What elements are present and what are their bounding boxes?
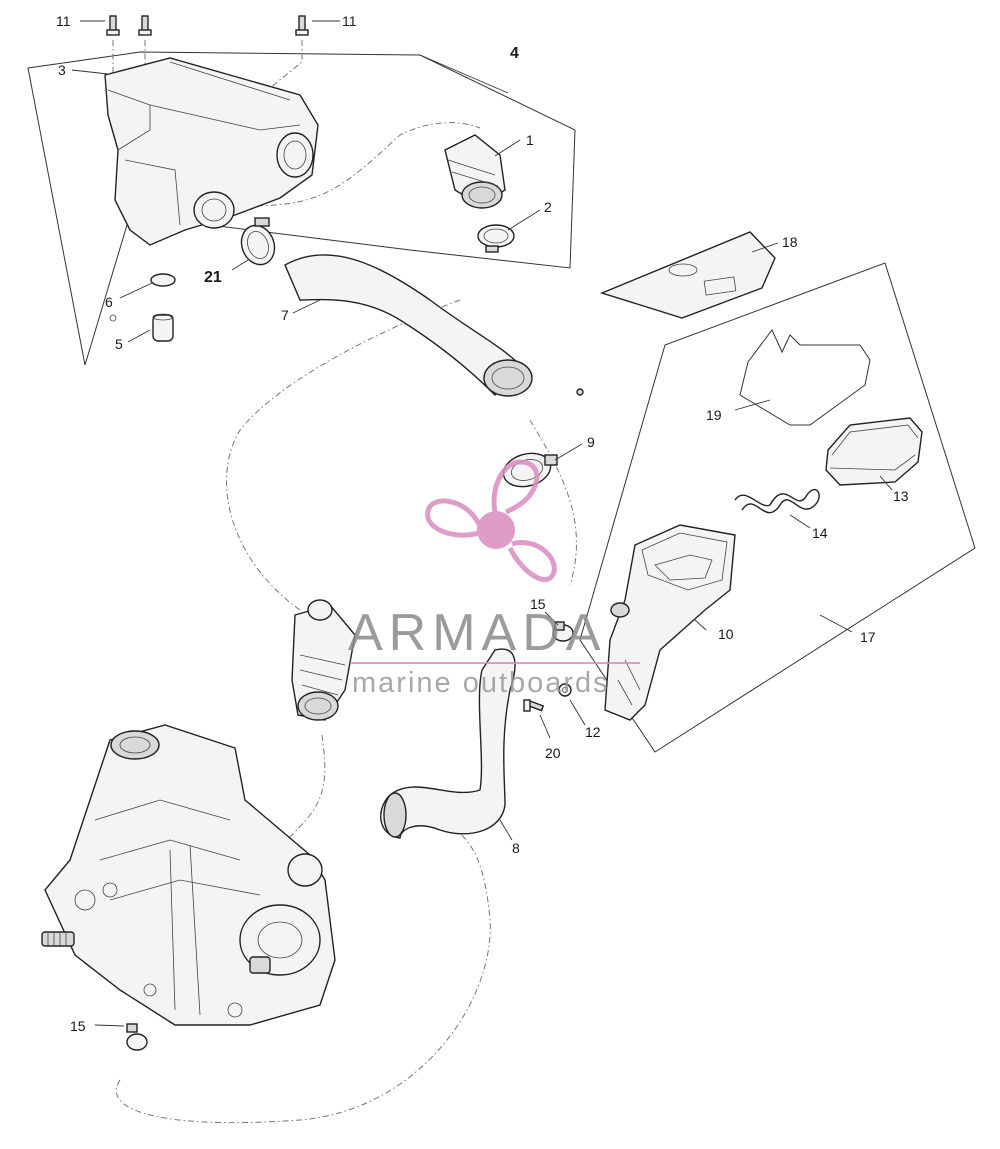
engine-block	[41, 724, 336, 1026]
clamp-21	[240, 217, 276, 266]
dash-route-bolt-11	[264, 40, 303, 93]
grommet-12	[558, 683, 572, 697]
screw-20	[523, 699, 545, 712]
callout-8: 8	[512, 840, 520, 856]
callout-9: 9	[587, 434, 595, 450]
throttle-assembly	[269, 599, 356, 861]
dash-route-lower	[115, 829, 491, 1124]
callout-1: 1	[526, 132, 534, 148]
callout-11-right: 11	[342, 13, 357, 29]
callout-13: 13	[893, 488, 909, 504]
dash-route-center	[529, 419, 577, 586]
clamp-15-upper	[552, 621, 574, 642]
callout-4: 4	[510, 45, 519, 62]
bolt-11-middle	[138, 15, 152, 36]
logo-hub	[477, 511, 515, 549]
logo-blade-right	[507, 540, 557, 583]
leader-lines	[71, 20, 893, 1027]
clamp-15-lower	[126, 1023, 148, 1051]
dash-route-engine-to-hose	[229, 122, 481, 207]
dash-route-left-long	[226, 299, 461, 611]
group-17-outline	[579, 262, 976, 753]
callout-10: 10	[718, 626, 734, 642]
clamp-9	[502, 452, 558, 488]
callout-7: 7	[281, 307, 289, 323]
engine-shaft-spring	[41, 931, 75, 947]
watermark: ARMADA marine outboards	[348, 459, 640, 699]
callout-15-upper: 15	[530, 596, 546, 612]
filter-frame-19	[739, 329, 871, 426]
group-4-outline	[27, 51, 576, 366]
plate-18-label-patch	[703, 276, 737, 296]
propeller-logo-icon	[425, 459, 557, 583]
callout-15-lower: 15	[70, 1018, 86, 1034]
hose-8	[380, 648, 516, 839]
bolt-11-left	[106, 15, 120, 36]
callout-3: 3	[58, 62, 66, 78]
hose-7	[284, 254, 533, 397]
clip-6	[109, 273, 176, 322]
callout-17: 17	[860, 629, 876, 645]
callout-20: 20	[545, 745, 561, 761]
callout-6: 6	[105, 294, 113, 310]
air-filter-13	[825, 417, 923, 486]
callout-5: 5	[115, 336, 123, 352]
spring-14	[734, 488, 820, 514]
intake-boot-1	[444, 134, 506, 209]
plate-18-hole	[668, 263, 698, 277]
callout-11-left: 11	[56, 13, 71, 29]
logo-blade-left	[425, 498, 483, 538]
callout-12: 12	[585, 724, 601, 740]
clamp-2	[477, 224, 515, 253]
callout-2: 2	[544, 199, 552, 215]
callout-21: 21	[204, 269, 222, 286]
bolt-11-right	[295, 15, 309, 36]
callout-18: 18	[782, 234, 798, 250]
logo-blade-top	[491, 459, 540, 515]
watermark-tagline: marine outboards	[352, 667, 610, 699]
air-box-housing	[104, 57, 319, 246]
screw-small	[576, 388, 584, 396]
callout-14: 14	[812, 525, 828, 541]
callouts: 11 11 3 4 1 2 21 6 5 7 9 18 19 13 14 15 …	[56, 13, 909, 1034]
callout-19: 19	[706, 407, 722, 423]
air-intake-duct-10	[604, 524, 736, 721]
group-18-plate	[599, 231, 776, 319]
watermark-brand: ARMADA	[348, 604, 606, 662]
drain-plug-5	[152, 313, 174, 342]
